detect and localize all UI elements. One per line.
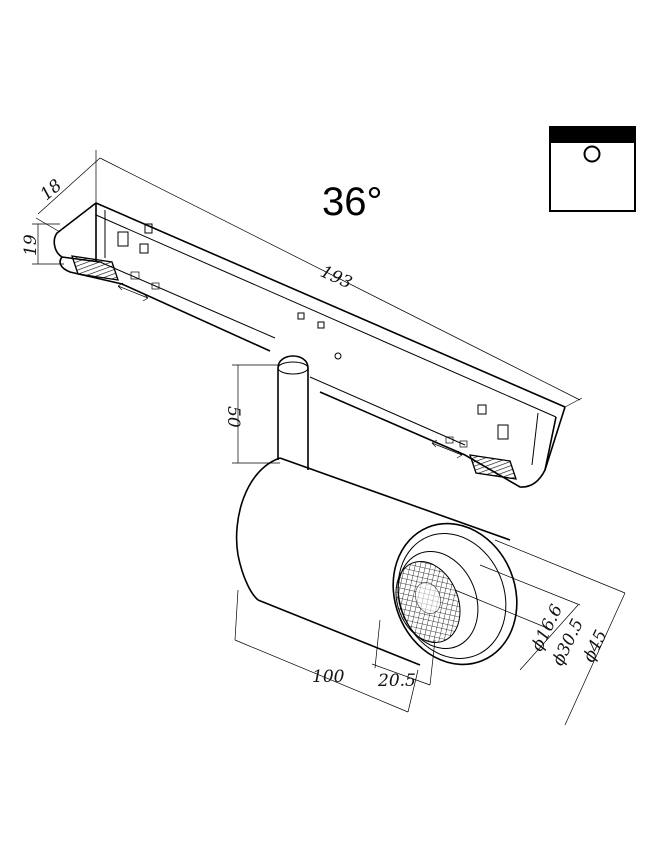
- beam-angle-label: 36°: [322, 180, 383, 224]
- dim-depth-label: 18: [37, 176, 67, 205]
- dim-stem-label: 50: [223, 406, 243, 428]
- dim-body-length-label: 100: [312, 667, 345, 687]
- vent-grille-right: [469, 454, 517, 480]
- dim-front-offset-label: 20.5: [377, 671, 416, 691]
- surface-mount-spot-icon: [549, 126, 636, 212]
- track-adapter: [53, 202, 566, 488]
- dimension-lines: [32, 150, 626, 726]
- stem: [277, 355, 309, 470]
- dim-height-label: 19: [21, 234, 41, 256]
- spotlight-body: [235, 457, 518, 666]
- dim-length-label: 193: [317, 262, 355, 293]
- vent-grille-left: [71, 255, 119, 281]
